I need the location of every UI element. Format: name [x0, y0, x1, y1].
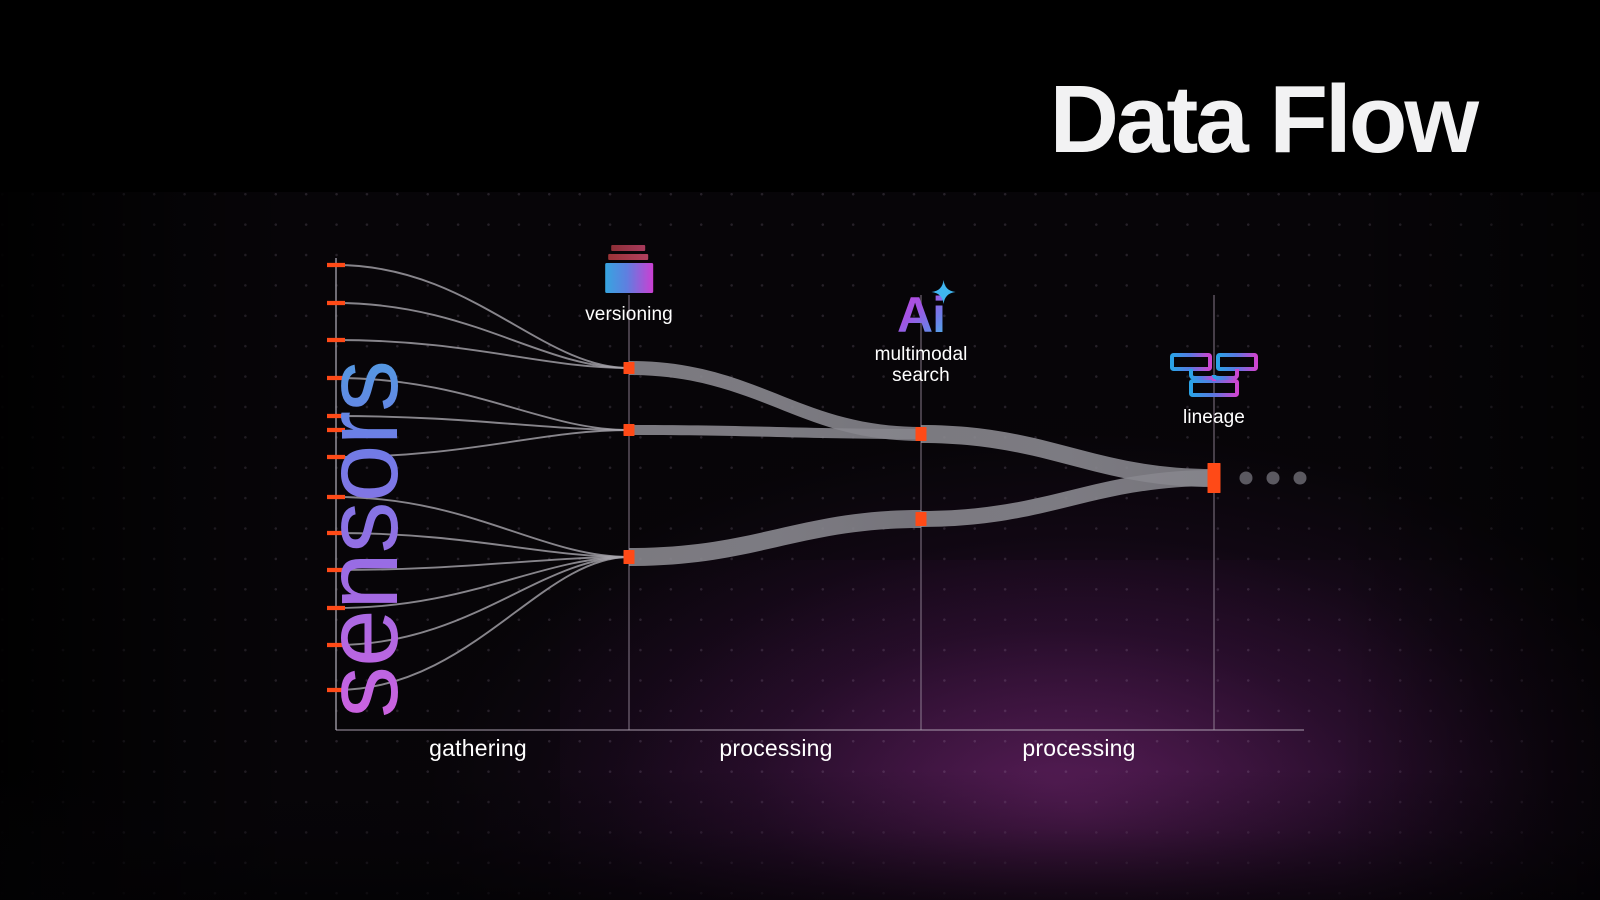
annotation-label-versioning: versioning	[585, 304, 673, 325]
annotation-label-search: search	[892, 365, 950, 387]
stage-label-processing-1: processing	[719, 735, 833, 761]
lineage-graph-icon	[1169, 352, 1259, 403]
stage-label-gathering: gathering	[429, 735, 527, 761]
layers-icon	[585, 243, 673, 300]
annotation-versioning[interactable]: versioning	[585, 243, 673, 326]
ai-wordmark: Ai	[897, 287, 946, 343]
annotation-label-lineage: lineage	[1183, 407, 1245, 428]
y-axis-label: sensors	[304, 248, 420, 718]
annotation-multimodal-search[interactable]: Ai multimodal search	[874, 280, 968, 387]
annotation-label-multimodal: multimodal	[874, 343, 968, 365]
sparkle-icon	[932, 280, 956, 304]
ai-sparkle-icon: Ai	[875, 280, 968, 343]
annotation-lineage[interactable]: lineage	[1169, 352, 1259, 429]
page-title: Data Flow	[1049, 66, 1479, 173]
stage-label-processing-2: processing	[1022, 735, 1136, 761]
